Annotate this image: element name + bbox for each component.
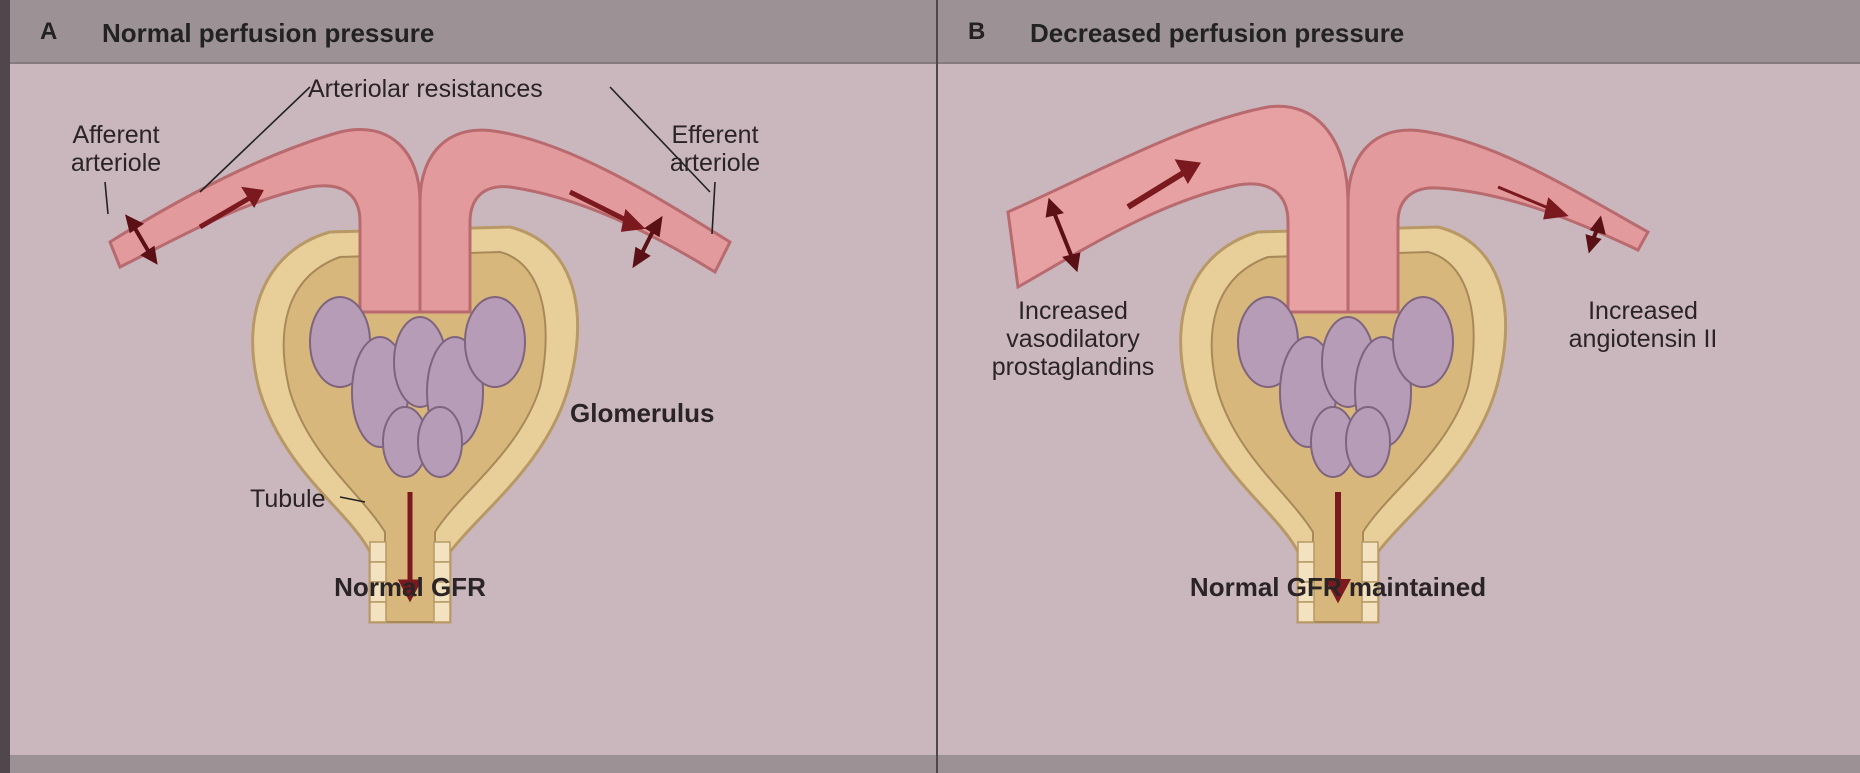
panel-a-caption: Normal GFR — [310, 572, 510, 602]
label-glomerulus: Glomerulus — [570, 398, 714, 428]
panel-b: B Decreased perfusion pressure — [938, 0, 1860, 773]
label-efferent-line1: Efferent — [660, 120, 770, 150]
panel-b-header: B Decreased perfusion pressure — [938, 0, 1860, 64]
label-afferent-line2: arteriole — [66, 148, 166, 178]
label-right-line1: Increased — [1548, 296, 1738, 326]
label-left-line3: prostaglandins — [978, 352, 1168, 382]
panel-a-footer — [10, 755, 936, 773]
label-left-line2: vasodilatory — [978, 324, 1168, 354]
panel-a: A Normal perfusion pressure — [10, 0, 936, 773]
panel-b-footer — [938, 755, 1860, 773]
panel-b-illustration — [938, 62, 1860, 755]
panel-b-caption: Normal GFR maintained — [1168, 572, 1508, 602]
label-right-line2: angiotensin II — [1548, 324, 1738, 354]
panel-a-letter: A — [40, 18, 57, 46]
panel-b-letter: B — [968, 18, 985, 46]
label-efferent-line2: arteriole — [660, 148, 770, 178]
label-tubule: Tubule — [250, 484, 326, 514]
label-arteriolar-resistances: Arteriolar resistances — [308, 74, 543, 104]
panel-a-header: A Normal perfusion pressure — [10, 0, 936, 64]
panel-b-title: Decreased perfusion pressure — [1030, 18, 1404, 49]
label-left-line1: Increased — [978, 296, 1168, 326]
panel-a-title: Normal perfusion pressure — [102, 18, 434, 49]
label-afferent-line1: Afferent — [66, 120, 166, 150]
